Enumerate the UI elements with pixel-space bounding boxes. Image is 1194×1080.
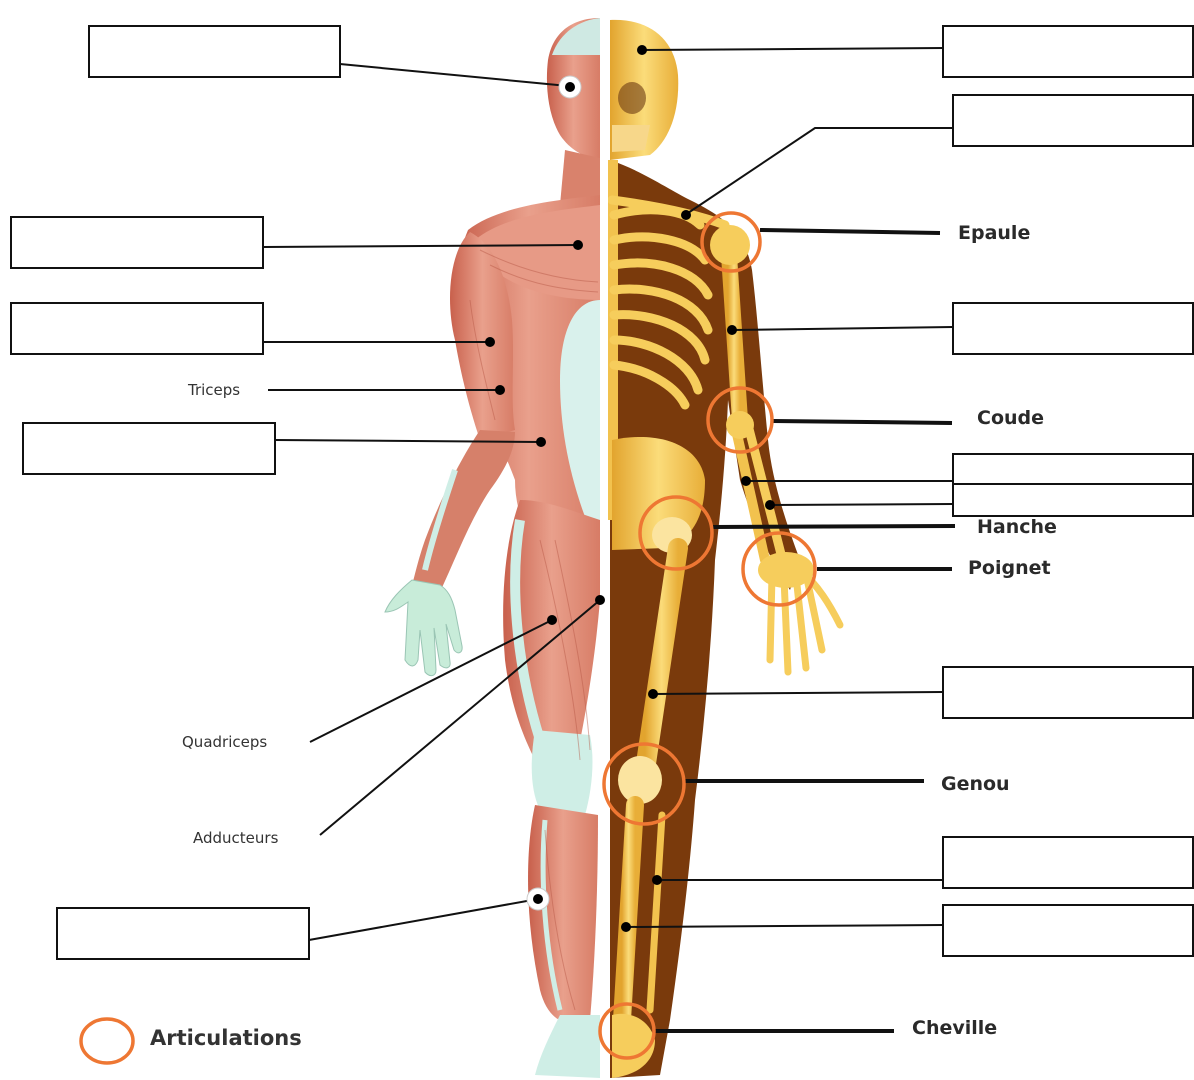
blank-box-10[interactable] bbox=[952, 483, 1194, 517]
label-hanche: Hanche bbox=[977, 516, 1057, 538]
label-triceps: Triceps bbox=[188, 381, 240, 399]
label-cheville: Cheville bbox=[912, 1017, 997, 1039]
blank-box-9[interactable] bbox=[952, 453, 1194, 485]
blank-box-4[interactable] bbox=[22, 422, 276, 475]
label-coude: Coude bbox=[977, 407, 1044, 429]
blank-box-8[interactable] bbox=[952, 302, 1194, 355]
blank-box-7[interactable] bbox=[952, 94, 1194, 147]
legend-articulations: Articulations bbox=[150, 1026, 302, 1050]
blank-box-5[interactable] bbox=[56, 907, 310, 960]
blank-box-13[interactable] bbox=[942, 904, 1194, 957]
muscle-half bbox=[385, 18, 600, 1078]
blank-box-2[interactable] bbox=[10, 216, 264, 269]
label-genou: Genou bbox=[941, 773, 1010, 795]
legend-ring bbox=[81, 1019, 133, 1063]
blank-box-1[interactable] bbox=[88, 25, 341, 78]
label-quadriceps: Quadriceps bbox=[182, 733, 267, 751]
blank-box-6[interactable] bbox=[942, 25, 1194, 78]
blank-box-11[interactable] bbox=[942, 666, 1194, 719]
blank-box-12[interactable] bbox=[942, 836, 1194, 889]
label-epaule: Epaule bbox=[958, 222, 1030, 244]
label-adducteurs: Adducteurs bbox=[193, 829, 278, 847]
blank-box-3[interactable] bbox=[10, 302, 264, 355]
label-poignet: Poignet bbox=[968, 557, 1051, 579]
